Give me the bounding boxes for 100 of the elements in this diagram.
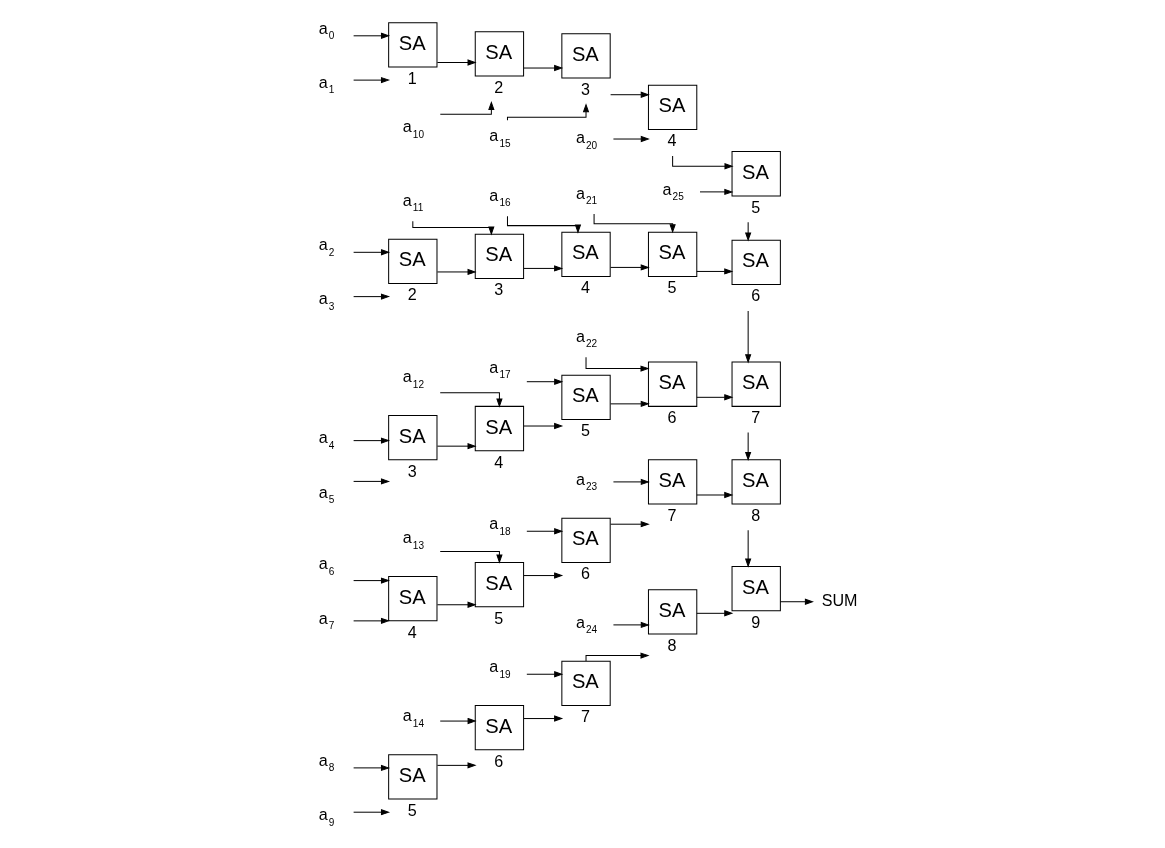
arrow <box>593 213 676 234</box>
node-text: a$_{8}$ <box>318 750 334 774</box>
node-label: 6 <box>580 564 590 583</box>
node-label: 5 <box>493 608 503 627</box>
arrow <box>352 809 390 816</box>
node-text: a$_{23}$ <box>575 469 597 493</box>
node-box: SA <box>474 233 524 279</box>
node-label: 2 <box>493 78 503 96</box>
arrow <box>436 268 477 276</box>
node-text: a$_{7}$ <box>318 608 334 632</box>
node-label: 5 <box>407 801 417 820</box>
node-text: a$_{14}$ <box>402 706 424 729</box>
node-box: SA <box>647 459 697 505</box>
node-box: SA <box>731 566 781 612</box>
node-label: 8 <box>667 635 677 654</box>
node-text: a$_{4}$ <box>318 428 334 451</box>
node-label: 5 <box>667 278 677 297</box>
node-box: SA <box>731 459 781 505</box>
arrow <box>439 392 503 408</box>
node-box: SA <box>387 414 437 461</box>
arrow <box>352 32 390 39</box>
arrow <box>609 521 650 528</box>
node-box: SA <box>560 517 611 563</box>
node-text: a$_{20}$ <box>575 128 597 151</box>
node-label: 6 <box>667 408 677 427</box>
node-label: 6 <box>493 751 503 770</box>
node-box: SA <box>560 660 611 706</box>
arrow <box>612 621 650 629</box>
arrow <box>352 76 390 84</box>
arrow <box>506 215 581 234</box>
arrow <box>744 221 751 242</box>
node-label: 4 <box>667 131 677 150</box>
node-text: a$_{16}$ <box>488 185 511 209</box>
node-box: SA <box>474 31 524 77</box>
node-label: 4 <box>493 452 503 471</box>
node-label: 3 <box>580 80 590 99</box>
arrow <box>695 491 733 499</box>
node-text: a$_{22}$ <box>575 326 597 350</box>
arrow <box>352 478 390 485</box>
node-label: 3 <box>493 280 503 299</box>
node-text: a$_{25}$ <box>662 179 684 203</box>
node-text: a$_{10}$ <box>402 117 424 140</box>
node-text: a$_{9}$ <box>318 805 334 828</box>
node-box: SA <box>387 754 437 800</box>
node-text: a$_{21}$ <box>575 183 597 207</box>
arrow <box>744 529 751 568</box>
node-text: SUM <box>821 590 857 609</box>
arrow <box>436 59 477 66</box>
node-box: SA <box>387 22 437 68</box>
arrow <box>525 378 563 385</box>
node-label: 9 <box>750 612 760 631</box>
node-text: a$_{17}$ <box>488 357 511 381</box>
arrow <box>439 100 495 115</box>
arrow <box>439 717 477 725</box>
node-box: SA <box>731 151 781 197</box>
arrow <box>609 91 650 98</box>
arrow <box>436 601 477 608</box>
arrow <box>352 293 390 300</box>
arrow <box>612 135 650 143</box>
arrow <box>695 394 733 401</box>
arrow <box>744 432 751 461</box>
arrow <box>695 268 733 275</box>
node-text: a$_{24}$ <box>575 612 597 636</box>
node-text: a$_{1}$ <box>318 72 334 96</box>
node-label: 2 <box>407 285 417 304</box>
node-box: SA <box>560 374 611 420</box>
node-label: 7 <box>580 707 590 726</box>
arrow <box>609 400 650 408</box>
arrow <box>779 598 814 605</box>
arrow <box>699 188 733 196</box>
arrow <box>352 437 390 444</box>
arrow <box>436 442 477 450</box>
node-text: a$_{6}$ <box>318 554 334 577</box>
node-text: a$_{13}$ <box>402 528 424 551</box>
node-box: SA <box>731 361 781 407</box>
node-label: 4 <box>580 278 590 297</box>
arrow <box>612 478 650 486</box>
arrow <box>523 715 563 722</box>
arrow <box>352 617 390 625</box>
node-text: a$_{2}$ <box>318 235 334 258</box>
node-box: SA <box>474 561 524 608</box>
node-box: SA <box>647 589 697 635</box>
node-box: SA <box>474 704 524 751</box>
arrow <box>523 422 563 430</box>
node-label: 3 <box>407 461 417 480</box>
node-label: 4 <box>407 622 417 641</box>
arrow <box>744 310 751 364</box>
node-label: 8 <box>750 505 760 524</box>
arrow <box>523 64 563 72</box>
arrow <box>525 528 563 535</box>
node-label: 7 <box>667 505 677 524</box>
node-label: 5 <box>580 421 590 440</box>
node-text: a$_{15}$ <box>488 126 511 149</box>
arrow <box>523 265 563 272</box>
node-text: a$_{11}$ <box>402 190 423 214</box>
node-text: a$_{12}$ <box>402 367 424 390</box>
node-label: 7 <box>750 408 760 427</box>
node-label: 5 <box>750 197 760 216</box>
node-text: a$_{5}$ <box>318 482 334 506</box>
node-box: SA <box>387 238 437 285</box>
